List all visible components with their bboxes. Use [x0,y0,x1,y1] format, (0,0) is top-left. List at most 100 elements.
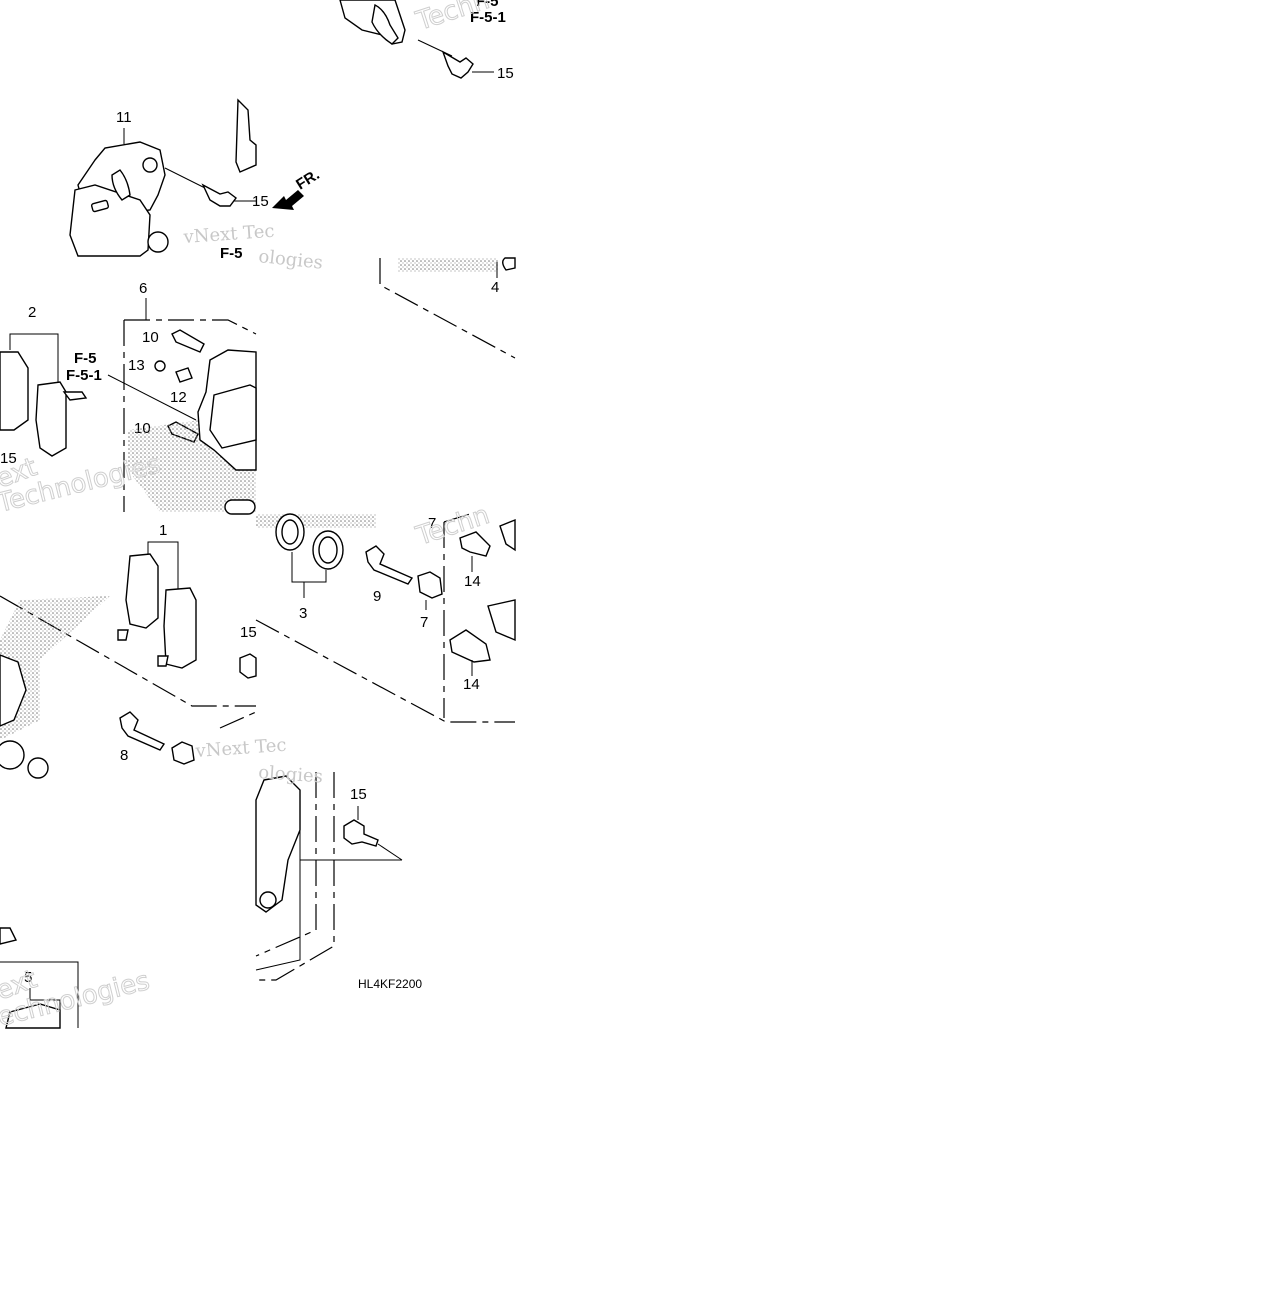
group-boundary [255,619,515,723]
group-boundary [124,319,257,335]
dust-seal-inner [318,536,338,564]
reference-f5-1-mid: F-5-1 [66,367,102,384]
caliper-piston-top [371,3,399,45]
caliper-hole [147,231,169,253]
leader-line [107,374,197,421]
callout-5: 5 [24,969,32,986]
shaded-region [256,514,376,528]
reference-f5-1-top: F-5-1 [470,9,506,26]
group-boundary [0,595,256,707]
reference-f5-mid: F-5 [74,350,97,367]
leader-line [377,843,403,861]
caliper-bracket [255,775,301,913]
brake-pad-1-rear [163,587,197,669]
group-boundary [443,513,471,523]
shaded-region [398,258,498,272]
callout-15-top: 15 [497,65,514,82]
part-4-fragment [502,257,516,271]
tile-top-caliper: 15 F-5 F-5-1 Techn [339,0,514,82]
seal-ring [27,757,49,779]
caliper-lower-body [69,184,151,257]
pin-boot [171,741,195,765]
watermark-text: ologies [258,762,324,787]
callout-4: 4 [491,279,499,296]
pad-clip [62,391,88,401]
part-5-pad [5,1003,61,1029]
group-boundary [219,711,257,729]
callout-12: 12 [170,389,187,406]
diagram-code: HL4KF2200 [358,977,422,991]
pin-boot-7 [417,571,443,599]
bolt-15-caliper [201,183,237,207]
callout-1: 1 [159,522,167,539]
watermark-text: vNext Tec [182,221,275,248]
caliper-bracket-partial [0,654,27,727]
callout-15-left: 15 [0,450,17,467]
leader-bracket [291,552,327,583]
guide-pin-9 [365,545,414,585]
leader-bracket [9,333,59,382]
callout-3: 3 [299,605,307,622]
callout-14-lower: 14 [463,676,480,693]
bleeder-valve-12 [175,367,193,383]
piston-seal-inner [281,519,299,545]
front-direction-label: FR. [293,166,323,193]
callout-14-upper: 14 [464,573,481,590]
watermark-text: ologies [257,246,323,274]
bolt-15-top [441,50,474,79]
caliper-slot [90,199,110,213]
leader-bracket [147,541,179,590]
bolt-10-upper [171,329,205,353]
caliper-piston [224,499,256,515]
callout-7-upper: 7 [428,515,436,532]
pad-tab [117,629,129,641]
callout-13: 13 [128,357,145,374]
tile-caliper-11: 11 15 FR. vNext Tec F-5 ologies [69,98,324,274]
callout-11: 11 [116,109,132,126]
callout-15-bottom: 15 [350,786,367,803]
tile-seals-pins-clips: 3 9 7 7 14 14 Techn [255,500,516,723]
reference-f5-top: F-5 [476,0,499,10]
bolt-15-bottom [343,819,379,847]
brake-pad-shim [35,381,67,457]
brake-pad-1-front [125,553,159,629]
callout-9: 9 [373,588,381,605]
callout-7-lower: 7 [420,614,428,631]
pad-retainer-clip [449,629,491,663]
group-boundary [0,961,79,1028]
pad-spring-clip [459,531,491,557]
front-direction-arrow-icon [272,190,304,210]
callout-15-partial: 15 [252,193,269,210]
shaded-region [0,596,110,740]
part-fragment [499,518,516,552]
callout-8: 8 [120,747,128,764]
caliper-pad-window [209,384,257,449]
group-boundary [379,258,516,359]
seal-ring [0,740,25,770]
caliper-hole [142,157,158,173]
tile-part-5: 5 ext echnologies [0,927,153,1033]
bracket-leader [255,800,301,971]
callout-10-upper: 10 [142,329,159,346]
part-fragment [487,599,516,642]
callout-6: 6 [139,280,147,297]
leader-line [164,167,206,189]
caliper-spring [111,169,131,201]
watermark-text: vNext Tec [194,735,287,762]
tile-pads-1-pin-8: 1 15 8 vNext Tec [0,522,287,779]
bracket-hole [259,891,277,909]
brake-pad-left [0,351,29,431]
bolt-15-mid [239,653,257,679]
callout-15-mid: 15 [240,624,257,641]
pad-tab [157,655,169,667]
tile-part-4: 4 [379,257,516,359]
group-boundary [255,772,317,957]
bolt-fragment [0,927,18,945]
tile-bracket-bolt-15: 15 ologies HL4KF2200 [255,762,422,991]
guide-pin-8 [119,711,166,751]
tile-pads-2-caliper-6: 2 15 F-5 F-5-1 6 10 13 12 10 ext Technol… [0,280,257,520]
reference-f5-partial: F-5 [220,245,243,262]
callout-2: 2 [28,304,36,321]
